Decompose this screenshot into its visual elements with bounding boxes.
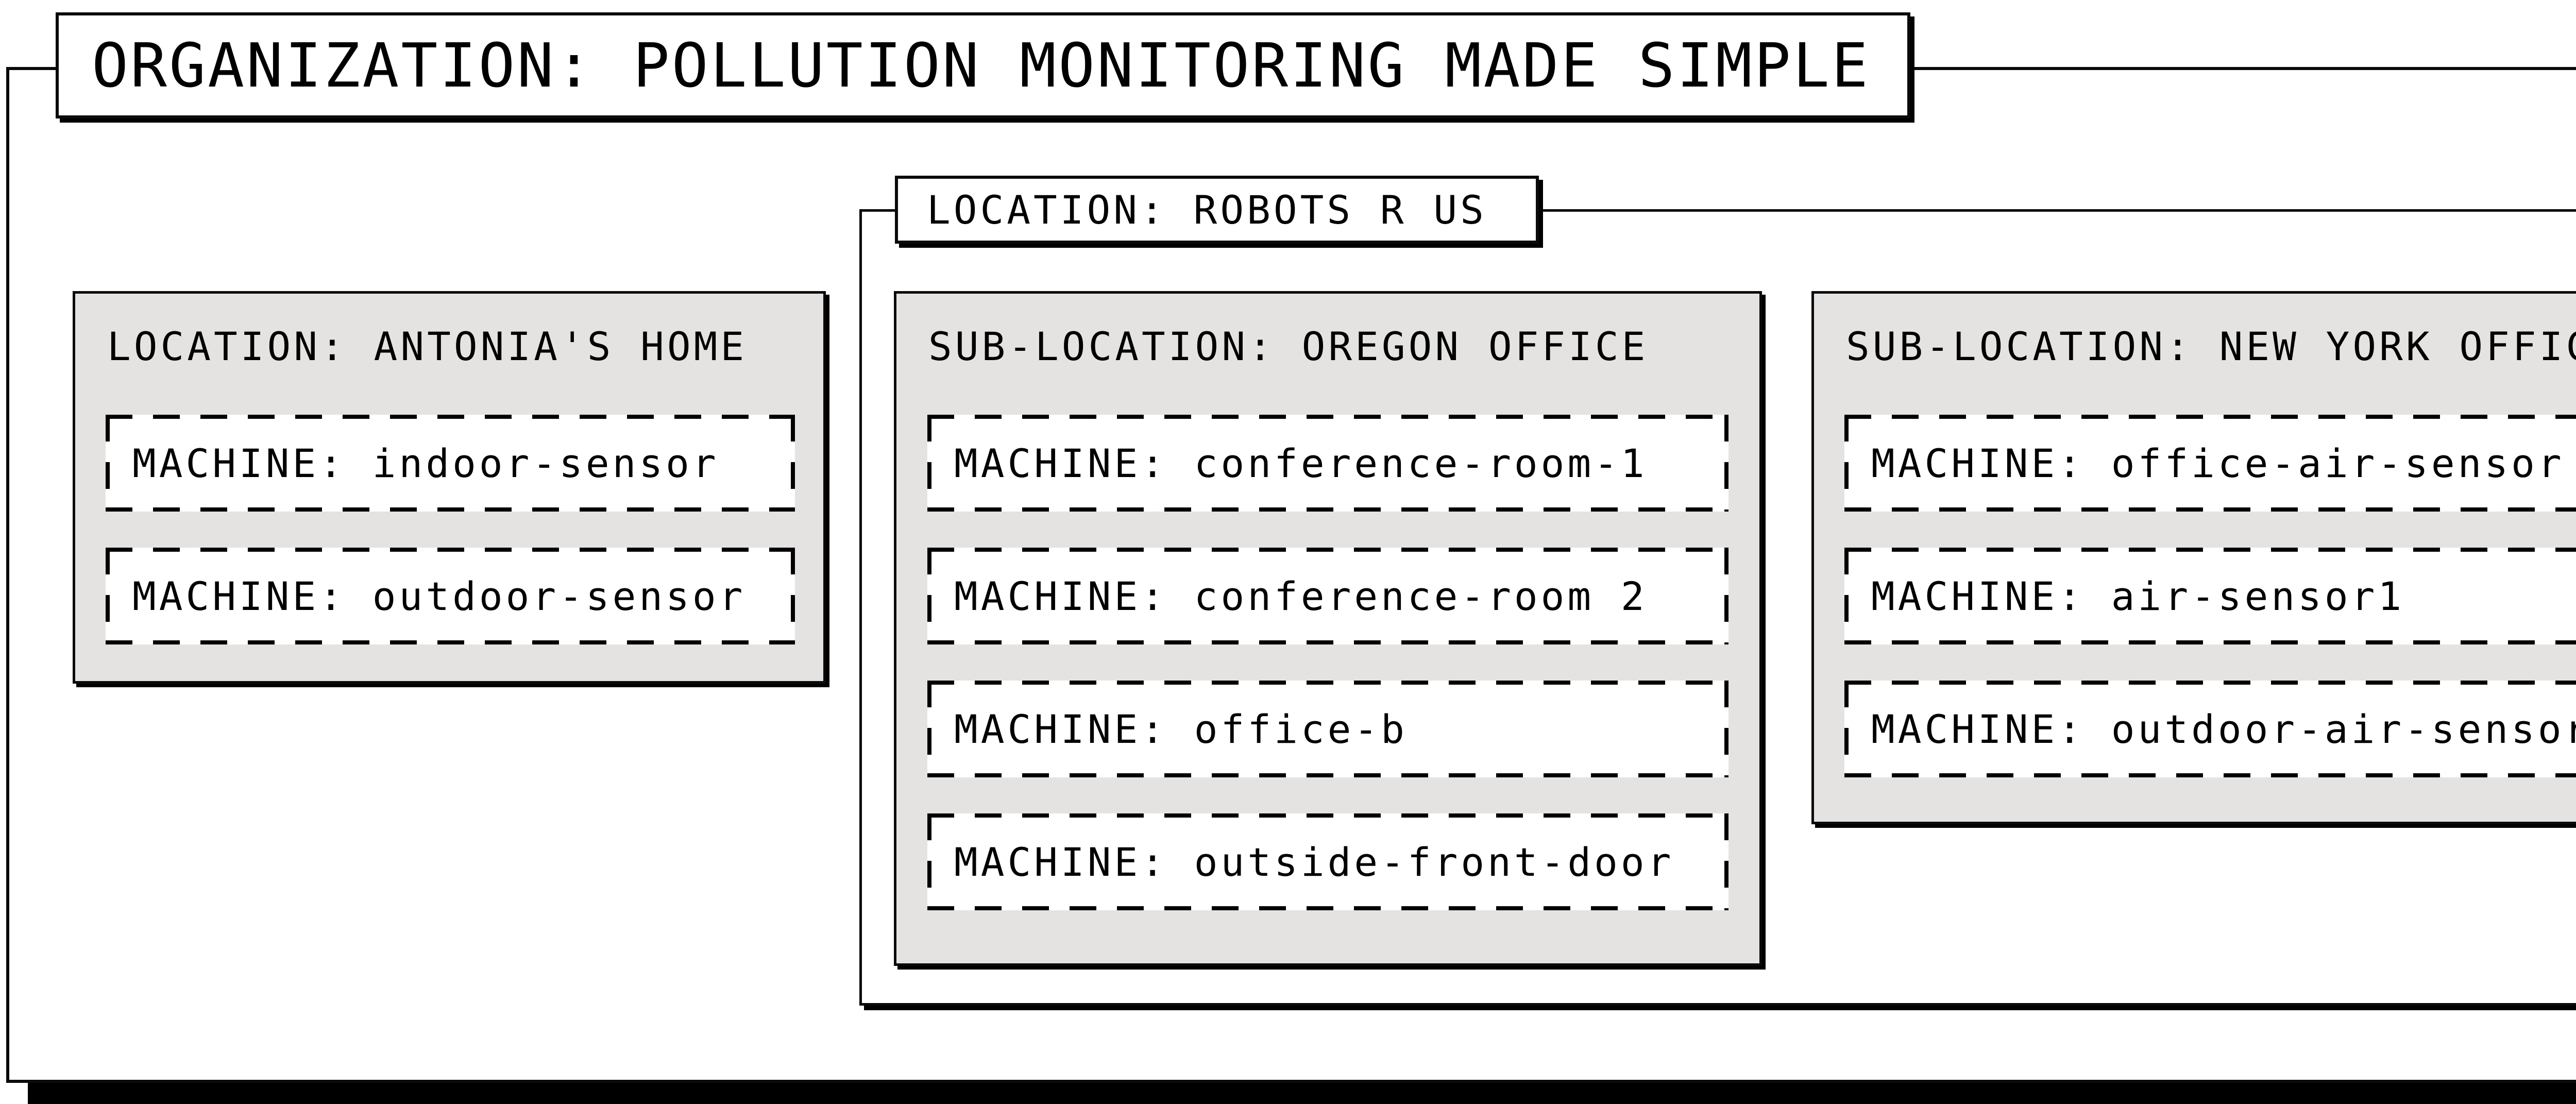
location-title-antonias-home: LOCATION: ANTONIA'S HOME [107, 324, 748, 369]
sublocation-title-oregon-office: SUB-LOCATION: OREGON OFFICE [928, 324, 1649, 369]
machine-label: MACHINE: office-air-sensor [1871, 440, 2565, 486]
machine-label: MACHINE: conference-room-1 [954, 440, 1648, 486]
organization-title: ORGANIZATION: POLLUTION MONITORING MADE … [56, 12, 1910, 118]
machine-label: MACHINE: office-b [954, 706, 1408, 752]
machine-label: MACHINE: outside-front-door [954, 839, 1674, 885]
sublocation-title-new-york-office: SUB-LOCATION: NEW YORK OFFICE [1846, 324, 2576, 369]
location-title-robots-r-us: LOCATION: ROBOTS R US [895, 176, 1539, 244]
machine-label: MACHINE: outdoor-air-sensor [1871, 706, 2576, 752]
machine-box-office-air-sensor: MACHINE: office-air-sensor [1844, 415, 2576, 512]
machine-box-outdoor-air-sensor: MACHINE: outdoor-air-sensor [1844, 681, 2576, 777]
machine-box-air-sensor1: MACHINE: air-sensor1 [1844, 548, 2576, 644]
machine-label: MACHINE: air-sensor1 [1871, 573, 2405, 619]
machine-label: MACHINE: indoor-sensor [132, 440, 719, 486]
machine-box-office-b: MACHINE: office-b [927, 681, 1728, 777]
machine-label: MACHINE: conference-room 2 [954, 573, 1648, 619]
machine-box-conference-room-2: MACHINE: conference-room 2 [927, 548, 1728, 644]
machine-box-outdoor-sensor: MACHINE: outdoor-sensor [106, 548, 795, 644]
machine-box-indoor-sensor: MACHINE: indoor-sensor [106, 415, 795, 512]
machine-box-conference-room-1: MACHINE: conference-room-1 [927, 415, 1728, 512]
machine-box-outside-front-door: MACHINE: outside-front-door [927, 813, 1728, 910]
machine-label: MACHINE: outdoor-sensor [132, 573, 746, 619]
